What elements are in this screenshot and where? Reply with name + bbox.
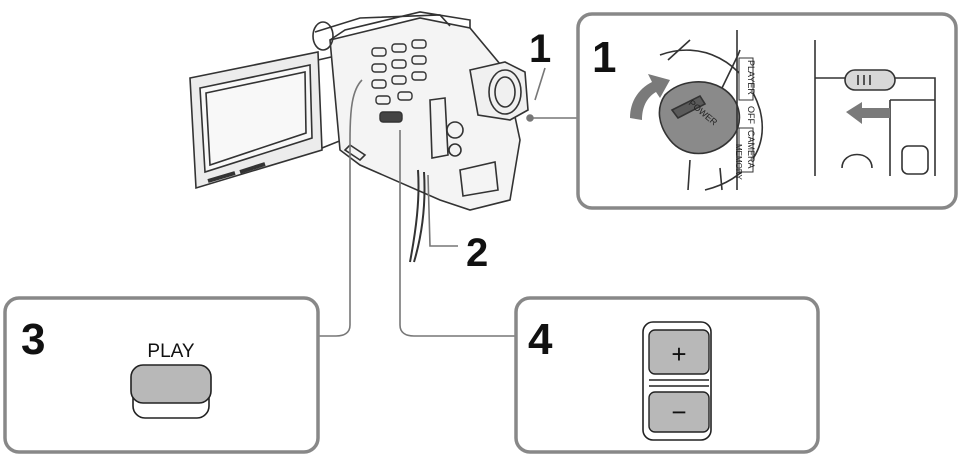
volume-minus-button[interactable] bbox=[648, 391, 710, 433]
panel-step-3: 3 PLAY bbox=[3, 296, 320, 454]
minus-label: − bbox=[671, 397, 686, 427]
dial-label-memory: MEMORY bbox=[734, 144, 743, 181]
panel-4-step-number: 4 bbox=[528, 315, 553, 364]
callout-step-2: 2 bbox=[466, 231, 488, 275]
callout-step-1: 1 bbox=[529, 27, 551, 71]
play-button[interactable] bbox=[130, 364, 212, 419]
panel-step-1: 1 PLAYER OFF CAMERA MEMORY POWER bbox=[576, 12, 958, 210]
panel-step-4: 4 + − bbox=[514, 296, 820, 454]
camcorder-illustration bbox=[189, 11, 529, 263]
plus-label: + bbox=[671, 339, 686, 369]
leader-lines bbox=[318, 67, 578, 337]
power-dial bbox=[658, 30, 763, 191]
panel-3-step-number: 3 bbox=[21, 315, 45, 364]
dial-label-player: PLAYER bbox=[746, 60, 756, 95]
rotate-arrow-icon bbox=[630, 74, 670, 120]
panel-1-step-number: 1 bbox=[592, 33, 616, 82]
dial-label-off: OFF bbox=[746, 106, 756, 124]
dial-label-camera: CAMERA bbox=[746, 130, 756, 169]
lock-slider-detail bbox=[814, 40, 936, 176]
volume-rocker[interactable]: + − bbox=[642, 321, 712, 441]
volume-plus-button[interactable] bbox=[648, 329, 710, 375]
play-button-label: PLAY bbox=[147, 341, 195, 362]
slide-left-arrow-icon bbox=[846, 102, 890, 124]
